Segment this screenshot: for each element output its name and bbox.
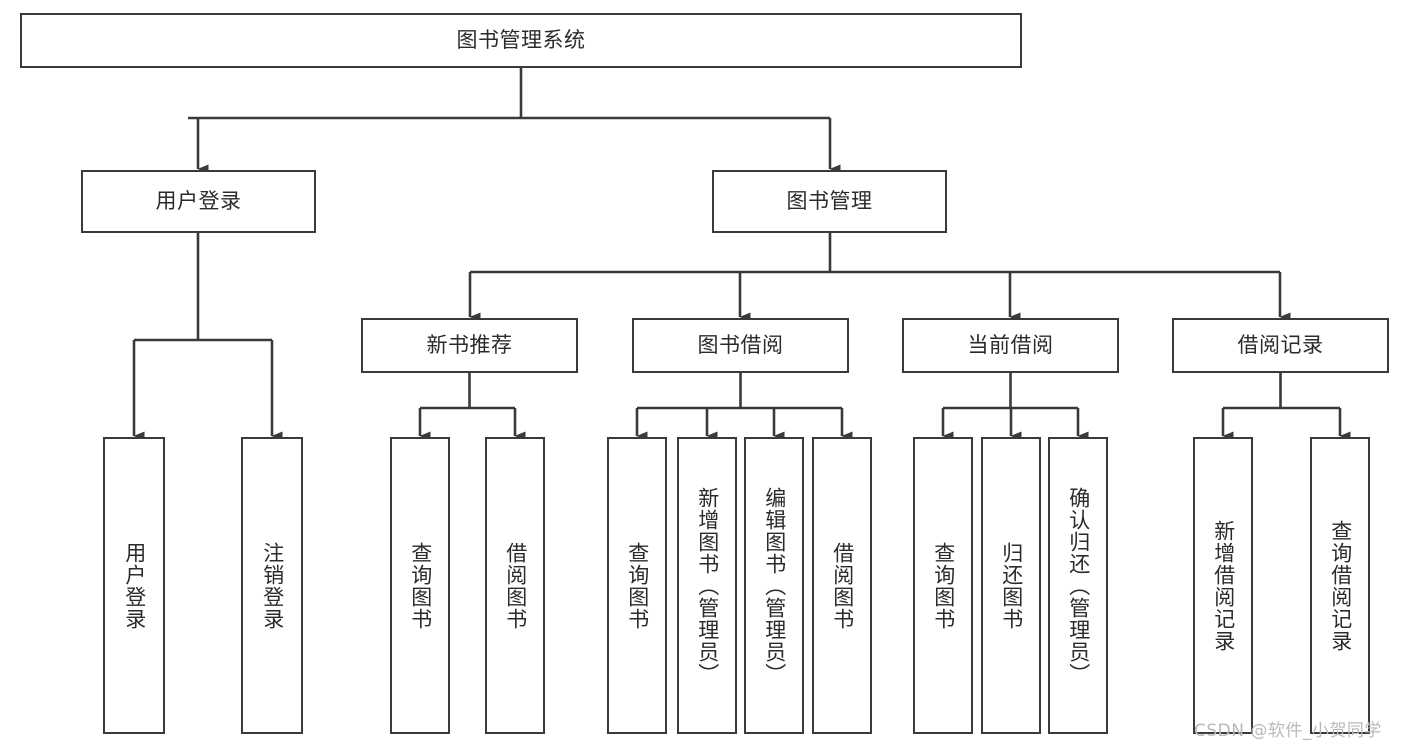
leaf-node-新增图书管理员-5[interactable]: 新增图书（管理员） xyxy=(677,437,737,734)
node-label: 图书管理 xyxy=(786,189,873,214)
node-label: 查询借阅记录 xyxy=(1328,519,1353,652)
level2-node-借阅记录-3[interactable]: 借阅记录 xyxy=(1172,318,1389,373)
level1-node-图书管理-1[interactable]: 图书管理 xyxy=(712,170,947,233)
node-label: 借阅图书 xyxy=(503,541,528,630)
leaf-node-借阅图书-3[interactable]: 借阅图书 xyxy=(485,437,545,734)
node-label: 归还图书 xyxy=(999,541,1024,630)
node-label: 查询图书 xyxy=(931,541,956,630)
node-label: 注销登录 xyxy=(260,541,285,630)
level2-node-当前借阅-2[interactable]: 当前借阅 xyxy=(902,318,1119,373)
leaf-node-查询图书-2[interactable]: 查询图书 xyxy=(390,437,450,734)
leaf-node-确认归还管理员-10[interactable]: 确认归还（管理员） xyxy=(1048,437,1108,734)
root-node-图书管理系统-0[interactable]: 图书管理系统 xyxy=(20,13,1022,68)
leaf-node-查询图书-8[interactable]: 查询图书 xyxy=(913,437,973,734)
node-label: 新增借阅记录 xyxy=(1211,519,1236,652)
node-label: 用户登录 xyxy=(122,541,147,630)
leaf-node-编辑图书管理员-6[interactable]: 编辑图书（管理员） xyxy=(744,437,804,734)
leaf-node-归还图书-9[interactable]: 归还图书 xyxy=(981,437,1041,734)
level2-node-图书借阅-1[interactable]: 图书借阅 xyxy=(632,318,849,373)
node-label: 确认归还（管理员） xyxy=(1066,486,1091,685)
tree-connectors xyxy=(132,68,1351,441)
node-label: 查询图书 xyxy=(625,541,650,630)
level2-node-新书推荐-0[interactable]: 新书推荐 xyxy=(361,318,578,373)
leaf-node-新增借阅记录-11[interactable]: 新增借阅记录 xyxy=(1193,437,1253,734)
node-label: 新书推荐 xyxy=(426,333,513,358)
leaf-node-查询借阅记录-12[interactable]: 查询借阅记录 xyxy=(1310,437,1370,734)
node-label: 查询图书 xyxy=(408,541,433,630)
node-label: 图书借阅 xyxy=(697,333,784,358)
node-label: 借阅图书 xyxy=(830,541,855,630)
leaf-node-用户登录-0[interactable]: 用户登录 xyxy=(103,437,165,734)
leaf-node-注销登录-1[interactable]: 注销登录 xyxy=(241,437,303,734)
level1-node-用户登录-0[interactable]: 用户登录 xyxy=(81,170,316,233)
node-label: 用户登录 xyxy=(155,189,242,214)
node-label: 借阅记录 xyxy=(1237,333,1324,358)
leaf-node-借阅图书-7[interactable]: 借阅图书 xyxy=(812,437,872,734)
node-label: 编辑图书（管理员） xyxy=(762,486,787,685)
node-label: 图书管理系统 xyxy=(456,28,586,53)
node-label: 当前借阅 xyxy=(967,333,1054,358)
leaf-node-查询图书-4[interactable]: 查询图书 xyxy=(607,437,667,734)
node-label: 新增图书（管理员） xyxy=(695,486,720,685)
